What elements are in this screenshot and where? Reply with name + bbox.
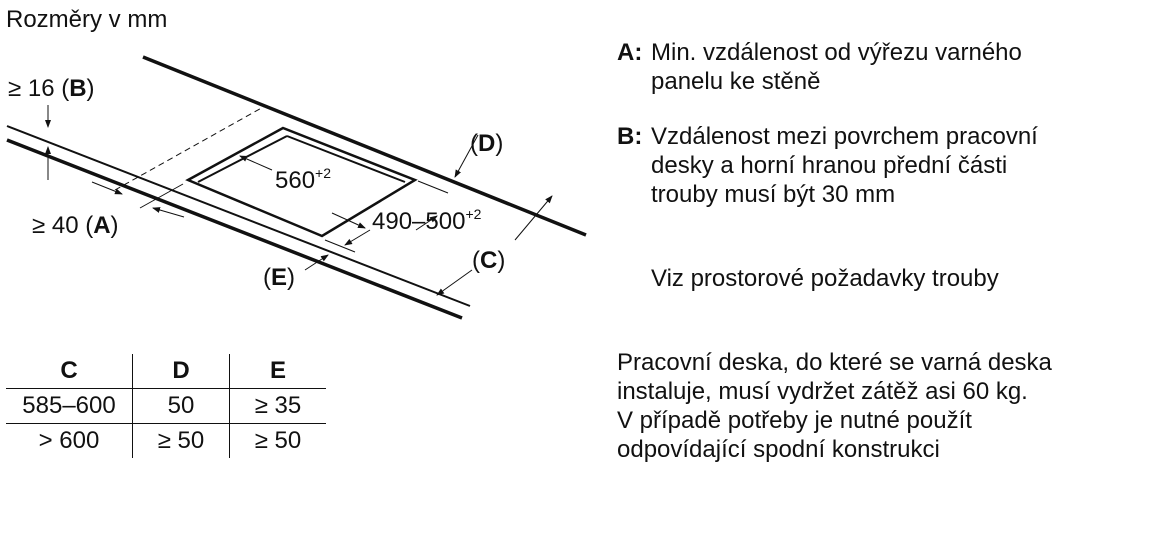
table-row: > 600≥ 50≥ 50 bbox=[6, 423, 326, 458]
note-oven: Viz prostorové požadavky trouby bbox=[651, 265, 999, 292]
worktop-back-edge bbox=[142, 55, 587, 237]
label-a: ≥ 40 (A) bbox=[32, 212, 119, 239]
label-width: 490–500+2 bbox=[372, 206, 482, 235]
worktop-front-edge-top bbox=[6, 125, 471, 307]
worktop-front-edge-bottom bbox=[6, 138, 463, 320]
dimensions-title: Rozměry v mm bbox=[6, 6, 168, 33]
dashed-guide bbox=[114, 105, 266, 191]
label-c: (C) bbox=[472, 247, 506, 274]
hob-cutout-diagram bbox=[6, 55, 587, 320]
cutout-outline bbox=[185, 126, 418, 238]
label-e: (E) bbox=[263, 264, 296, 291]
label-depth: 560+2 bbox=[275, 165, 332, 194]
label-d: (D) bbox=[470, 130, 504, 157]
label-b: ≥ 16 (B) bbox=[8, 75, 95, 102]
